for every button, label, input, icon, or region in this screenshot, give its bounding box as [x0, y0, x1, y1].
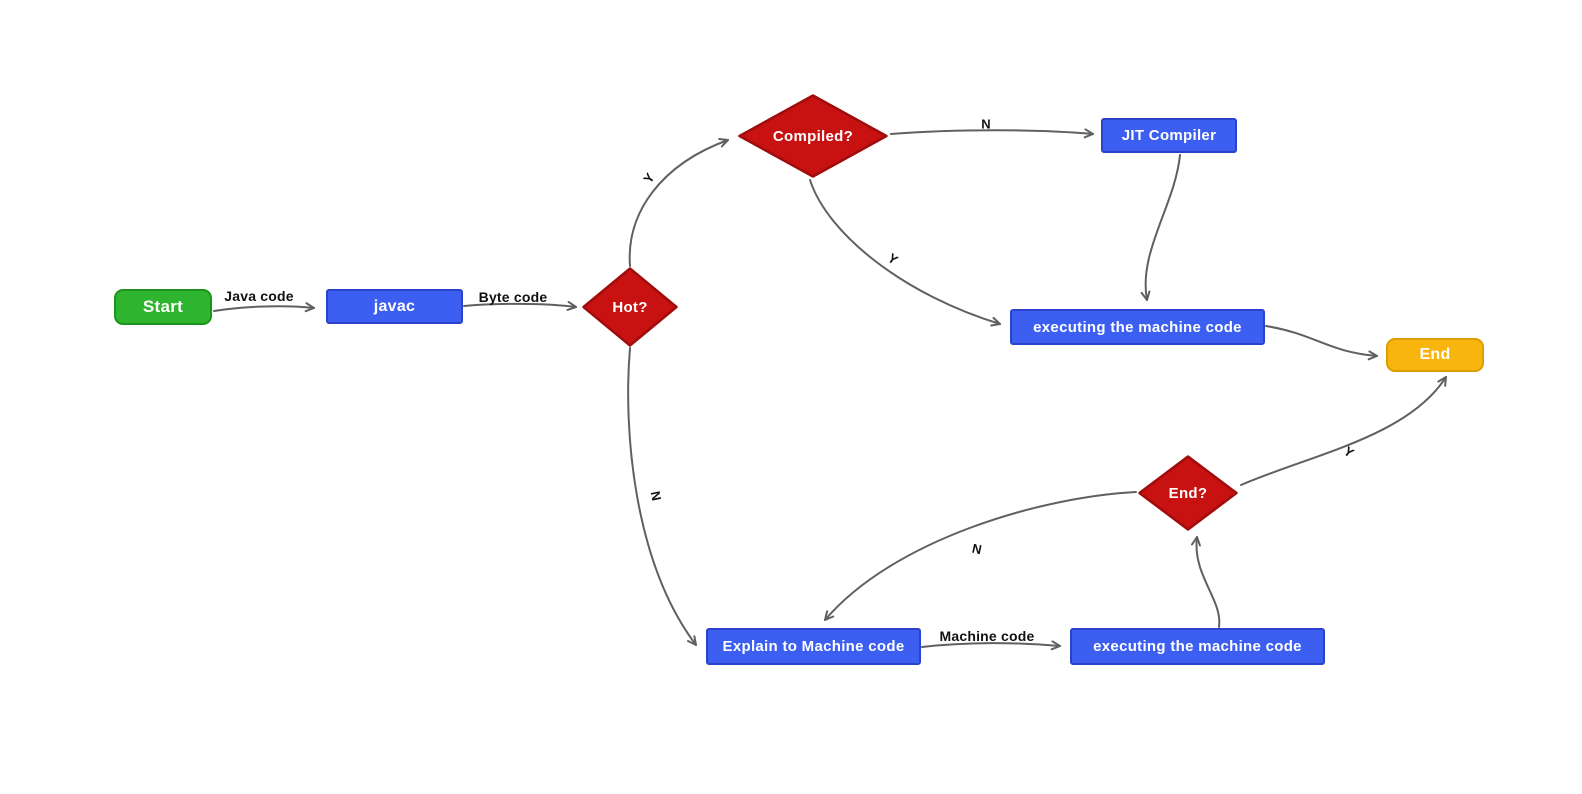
start-node[interactable]: Start — [114, 289, 212, 325]
edge-start-javac — [213, 302, 315, 313]
end-node[interactable]: End — [1386, 338, 1484, 372]
explain-to-machine-code-node[interactable]: Explain to Machine code — [706, 628, 921, 665]
diamond-shape — [1138, 455, 1238, 531]
edge-compiled-exec — [809, 179, 1001, 327]
javac-node-label: javac — [373, 297, 416, 315]
javac-node[interactable]: javac — [326, 289, 463, 324]
end-node-label: End — [1419, 346, 1451, 363]
executing-machine-code-top-node[interactable]: executing the machine code — [1010, 309, 1265, 345]
jit-compiler-node-label: JIT Compiler — [1121, 127, 1217, 144]
edge-endq-end — [1240, 376, 1447, 486]
edge-hot-compiled — [628, 137, 729, 267]
edge-explain-exec2 — [921, 640, 1061, 651]
edge-label-compiled-no: N — [981, 116, 991, 132]
explain-to-machine-code-label: Explain to Machine code — [722, 638, 905, 655]
edge-hot-explain — [627, 347, 697, 646]
edge-label-java-code: Java code — [224, 288, 294, 304]
edge-exec2-endq — [1190, 536, 1221, 628]
edge-label-byte-code: Byte code — [478, 289, 548, 305]
end-decision[interactable]: End? — [1138, 455, 1238, 531]
end-decision-label: End? — [1168, 484, 1208, 502]
executing-machine-code-top-label: executing the machine code — [1033, 318, 1242, 336]
edge-exec-end — [1265, 325, 1378, 361]
edge-label-machine-code: Machine code — [939, 628, 1035, 644]
hot-decision-label: Hot? — [612, 298, 648, 316]
executing-machine-code-bottom-node[interactable]: executing the machine code — [1070, 628, 1325, 665]
compiled-decision-label: Compiled? — [772, 127, 854, 145]
edge-jit-exec — [1140, 154, 1181, 301]
hot-decision[interactable]: Hot? — [582, 267, 678, 347]
edge-compiled-jit — [890, 128, 1094, 139]
diamond-shape — [582, 267, 678, 347]
diamond-shape — [738, 94, 888, 178]
executing-machine-code-bottom-label: executing the machine code — [1093, 638, 1302, 655]
compiled-decision[interactable]: Compiled? — [738, 94, 888, 178]
edge-endq-explain — [824, 491, 1137, 621]
edge-javac-hot — [463, 300, 577, 311]
start-node-label: Start — [142, 297, 184, 316]
jit-compiler-node[interactable]: JIT Compiler — [1101, 118, 1237, 153]
